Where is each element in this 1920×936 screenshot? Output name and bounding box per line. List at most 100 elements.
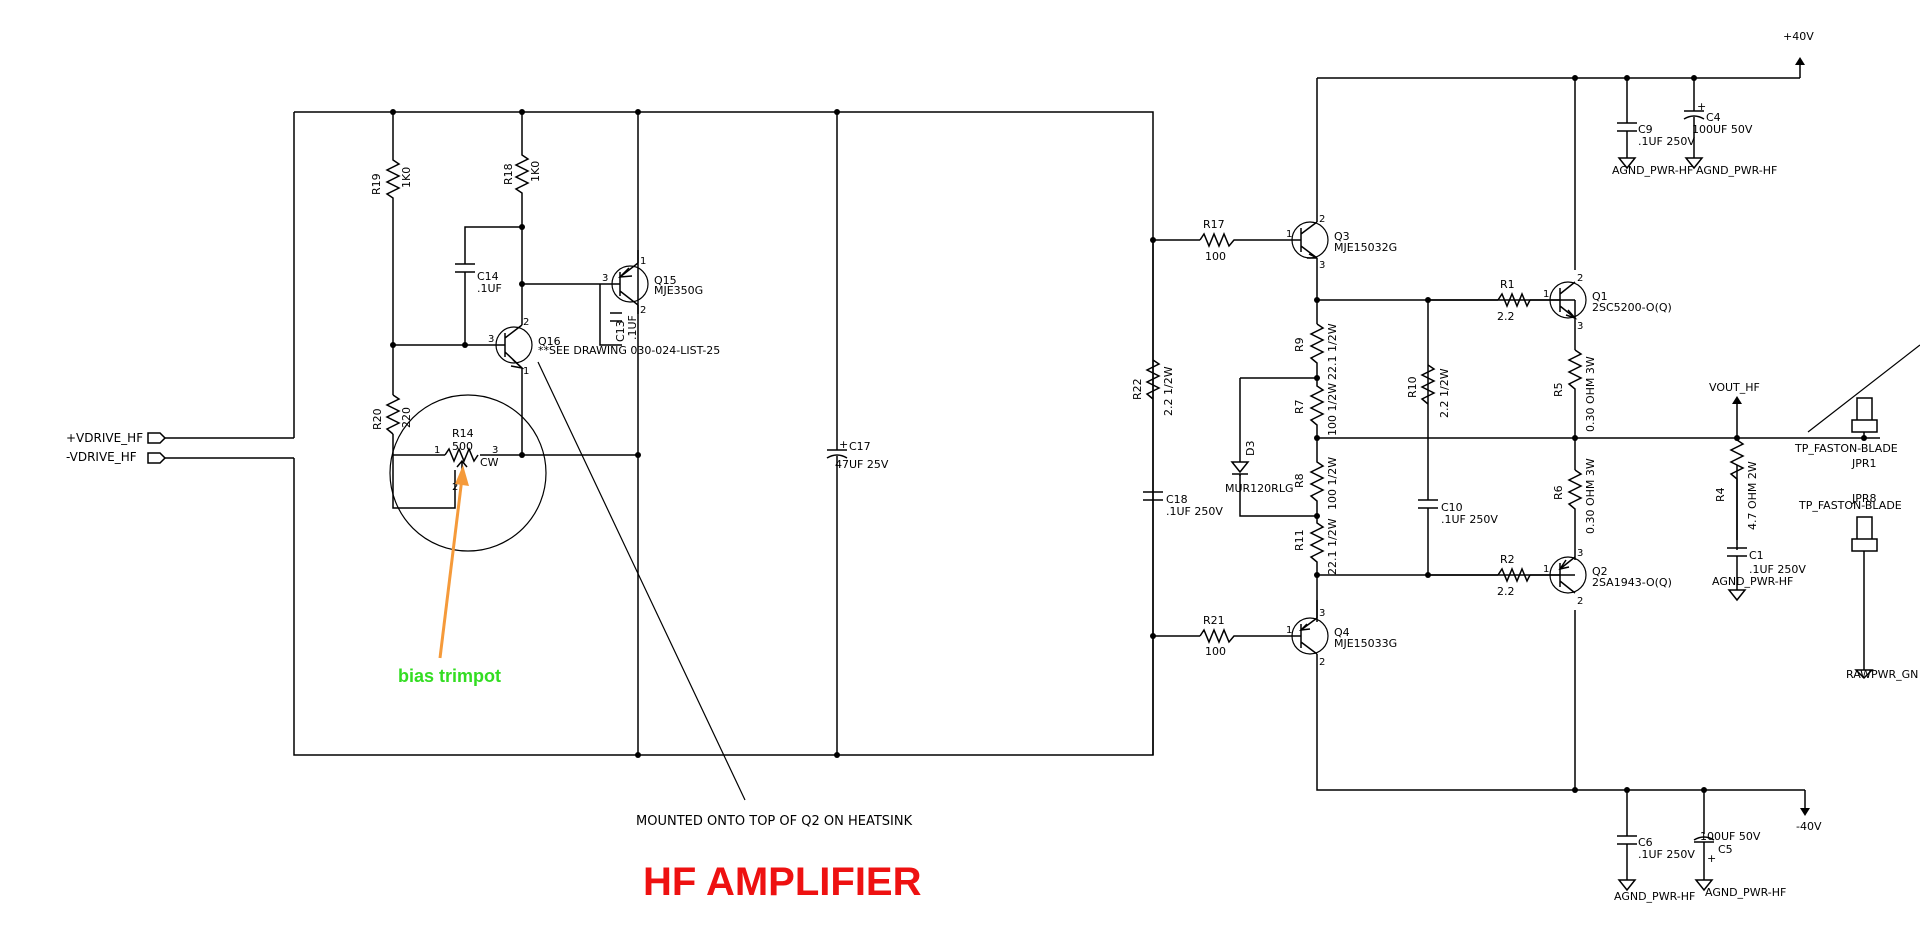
resistor-r21: R21 100	[1199, 614, 1238, 658]
r9-val: 22.1 1/2W	[1326, 323, 1339, 380]
q2-pin2: 2	[1577, 596, 1583, 607]
r19-val: 1K0	[400, 167, 413, 188]
q1-pin2: 2	[1577, 273, 1583, 284]
c18-ref: C18	[1166, 493, 1188, 506]
capacitor-c18: C18 .1UF 250V	[1143, 491, 1223, 518]
resistor-r22: R22 2.2 1/2W	[1131, 359, 1175, 416]
neg40-label: -40V	[1796, 820, 1822, 833]
resistor-r11: R11 22.1 1/2W	[1293, 516, 1339, 575]
r1-ref: R1	[1500, 278, 1515, 291]
c4-val: 100UF 50V	[1692, 123, 1753, 136]
q15-pin3: 3	[602, 273, 608, 284]
c13-ref: C13	[614, 320, 627, 342]
heatsink-note-text: MOUNTED ONTO TOP OF Q2 ON HEATSINK	[636, 814, 913, 829]
capacitor-c1: C1 .1UF 250V AGND_PWR-HF	[1712, 547, 1806, 602]
resistor-r10: R10 2.2 1/2W	[1406, 364, 1451, 418]
q15-ref: Q15	[654, 274, 677, 287]
c5-ref: C5	[1718, 843, 1733, 856]
transistor-q3: 1 2 3 Q3 MJE15032G	[1283, 214, 1397, 271]
c9-ground-label: AGND_PWR-HF	[1612, 164, 1693, 177]
capacitor-c13: C13 .1UF	[614, 315, 639, 342]
left-frame-wires	[165, 111, 1154, 756]
resistor-r6: R6 0.30 OHM 3W	[1552, 458, 1597, 535]
resistor-r18: R18 1K0	[502, 112, 542, 227]
trimpot-r14: R14 500 1 3 2 CW	[389, 394, 547, 552]
heatsink-note: MOUNTED ONTO TOP OF Q2 ON HEATSINK	[537, 361, 913, 829]
c10-ref: C10	[1441, 501, 1463, 514]
c5-plus: +	[1707, 852, 1716, 865]
c9-val: .1UF 250V	[1638, 135, 1695, 148]
c17-val: 47UF 25V	[835, 458, 889, 471]
left-junctions	[390, 109, 1156, 758]
q4-pin1: 1	[1286, 625, 1292, 636]
q3-pin2: 2	[1319, 214, 1325, 225]
r22-ref: R22	[1131, 378, 1144, 400]
c5-ground-label: AGND_PWR-HF	[1705, 886, 1786, 899]
q16-pin2: 2	[523, 317, 529, 328]
c1-ground-label: AGND_PWR-HF	[1712, 575, 1793, 588]
vout-label: VOUT_HF	[1709, 381, 1760, 394]
connector-jpr1: TP_FASTON-BLADE JPR1	[1794, 344, 1920, 470]
q4-val: MJE15033G	[1334, 637, 1397, 650]
r14-val: 500	[452, 440, 473, 453]
c4-plus: +	[1697, 100, 1706, 113]
q4-pin2: 2	[1319, 657, 1325, 668]
resistor-r17: R17 100	[1199, 218, 1238, 263]
c10-val: .1UF 250V	[1441, 513, 1498, 526]
jpr1-ref: JPR1	[1851, 457, 1877, 470]
c14-ref: C14	[477, 270, 499, 283]
r22-val: 2.2 1/2W	[1162, 366, 1175, 416]
r7-val: 100 1/2W	[1326, 383, 1339, 436]
r20-val: 220	[400, 407, 413, 428]
c18-val: .1UF 250V	[1166, 505, 1223, 518]
port-vdrive-neg-label: -VDRIVE_HF	[66, 450, 137, 464]
r14-ref: R14	[452, 427, 474, 440]
r14-pin1: 1	[434, 445, 440, 456]
r20-ref: R20	[371, 408, 384, 430]
resistor-r8: R8 100 1/2W	[1293, 438, 1339, 516]
r7-ref: R7	[1293, 399, 1306, 414]
c9-ref: C9	[1638, 123, 1653, 136]
r14-pin2: 2	[452, 482, 458, 493]
r17-ref: R17	[1203, 218, 1225, 231]
r8-ref: R8	[1293, 473, 1306, 488]
jpr1-type: TP_FASTON-BLADE	[1794, 442, 1898, 455]
q2-ref: Q2	[1592, 565, 1608, 578]
r19-ref: R19	[370, 173, 383, 195]
transistor-q15: 3 1 2 Q15 MJE350G	[600, 250, 703, 316]
c17-ref: C17	[849, 440, 871, 453]
diagram-title: HF AMPLIFIER	[643, 860, 922, 904]
r6-ref: R6	[1552, 485, 1565, 500]
d3-val: MUR120RLG	[1225, 482, 1293, 495]
c4-ref: C4	[1706, 111, 1721, 124]
resistor-r2: R2 2.2	[1497, 553, 1531, 598]
bias-trimpot-annotation: bias trimpot	[398, 465, 501, 686]
q16-pin1: 1	[523, 366, 529, 377]
r4-val: 4.7 OHM 2W	[1746, 461, 1759, 530]
q15-val: MJE350G	[654, 284, 703, 297]
q1-val: 2SC5200-O(Q)	[1592, 301, 1672, 314]
rail-pos40: +40V	[1783, 30, 1814, 65]
bias-network-wires	[392, 112, 639, 755]
c1-ref: C1	[1749, 549, 1764, 562]
resistor-r19: R19 1K0	[370, 112, 413, 345]
q1-ref: Q1	[1592, 290, 1608, 303]
q3-pin1: 1	[1286, 229, 1292, 240]
q3-val: MJE15032G	[1334, 241, 1397, 254]
diode-d3: D3 MUR120RLG	[1225, 441, 1293, 495]
q4-pin3: 3	[1319, 608, 1325, 619]
capacitor-c6: C6 .1UF 250V AGND_PWR-HF	[1614, 790, 1695, 903]
pos40-label: +40V	[1783, 30, 1814, 43]
q2-pin1: 1	[1543, 564, 1549, 575]
d3-ref: D3	[1244, 441, 1257, 456]
port-vdrive-neg: -VDRIVE_HF	[66, 450, 167, 464]
r14-cw: CW	[480, 456, 499, 469]
q16-ref: Q16	[538, 335, 561, 348]
transistor-q16: 3 2 1 Q16 **SEE DRAWING 030-024-LIST-25	[488, 317, 720, 377]
q15-pin2: 2	[640, 305, 646, 316]
resistor-r9: R9 22.1 1/2W	[1293, 323, 1339, 380]
r8-val: 100 1/2W	[1326, 457, 1339, 510]
r11-val: 22.1 1/2W	[1326, 518, 1339, 575]
rail-neg40: -40V	[1796, 790, 1822, 833]
c4-ground-label: AGND_PWR-HF	[1696, 164, 1777, 177]
